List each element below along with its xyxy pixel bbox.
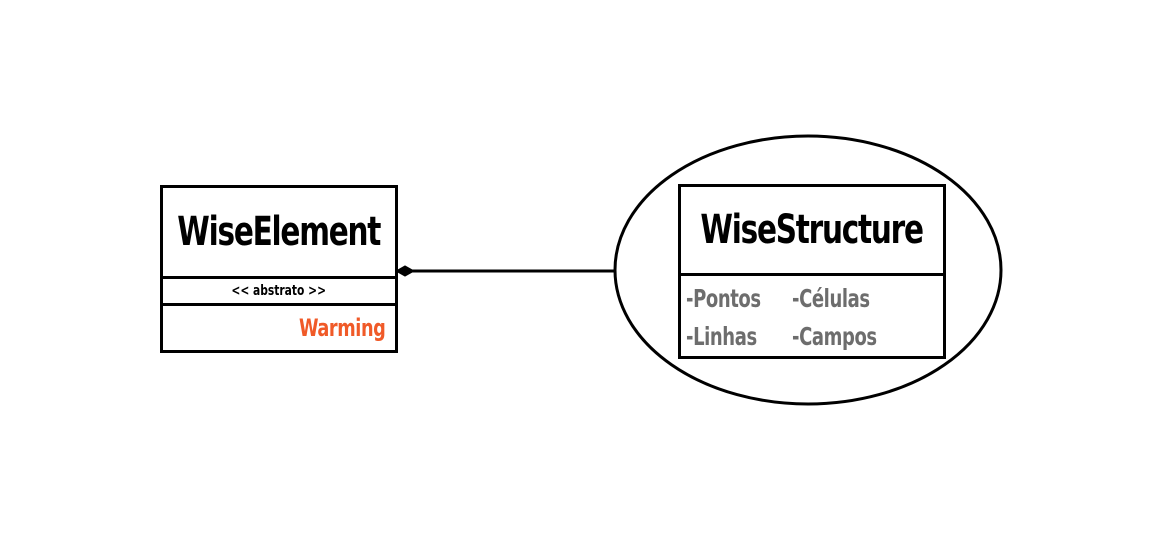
- wise-structure-attribute-section: -Pontos -Células -Linhas -Campos: [681, 276, 943, 356]
- wise-structure-title: WiseStructure: [700, 207, 925, 253]
- wise-element-stereotype: << abstrato >>: [231, 283, 327, 299]
- wise-structure-title-section: WiseStructure: [681, 187, 943, 276]
- wise-element-attribute: Warming: [298, 314, 386, 342]
- wise-element-class-box: WiseElement << abstrato >> Warming: [160, 185, 398, 353]
- wise-element-attribute-section: Warming: [163, 306, 395, 350]
- wise-element-stereotype-section: << abstrato >>: [163, 279, 395, 306]
- wise-structure-attribute-campos: -Campos: [792, 322, 877, 351]
- wise-structure-attribute-pontos: -Pontos: [686, 284, 761, 313]
- wise-element-title-section: WiseElement: [163, 188, 395, 279]
- composition-diamond: [394, 265, 416, 277]
- wise-element-title: WiseElement: [177, 209, 382, 255]
- wise-structure-attribute-linhas: -Linhas: [686, 322, 757, 351]
- wise-structure-attribute-celulas: -Células: [792, 284, 870, 313]
- wise-structure-class-box: WiseStructure -Pontos -Células -Linhas -…: [678, 184, 946, 359]
